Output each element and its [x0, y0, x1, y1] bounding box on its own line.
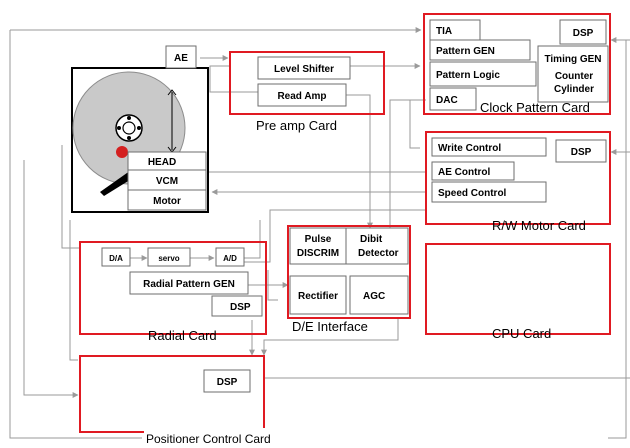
write-control-label: Write Control — [438, 143, 501, 154]
level-shifter-label: Level Shifter — [274, 64, 334, 75]
de-interface: Pulse DISCRIM Dibit Detector Rectifier A… — [287, 225, 411, 334]
clock-card-title: Clock Pattern Card — [480, 100, 590, 115]
head-label: HEAD — [148, 157, 176, 168]
detector-label: Detector — [358, 248, 399, 259]
positioner-card-title: Positioner Control Card — [146, 432, 271, 446]
pulse-label: Pulse — [305, 234, 332, 245]
pattern-logic-label: Pattern Logic — [436, 70, 500, 81]
read-head-dot-icon — [116, 146, 128, 158]
dac-label: DAC — [436, 95, 458, 106]
rw-dsp-label: DSP — [571, 147, 592, 158]
radial-pattern-gen-label: Radial Pattern GEN — [143, 279, 235, 290]
rectifier-label: Rectifier — [298, 291, 338, 302]
preamp-card-title: Pre amp Card — [256, 118, 337, 133]
radial-card: D/A servo A/D Radial Pattern GEN DSP Rad… — [79, 241, 267, 343]
positioner-dsp-label: DSP — [217, 377, 238, 388]
vcm-label: VCM — [156, 176, 178, 187]
read-amp-label: Read Amp — [277, 91, 326, 102]
cpu-card: CPU Card — [425, 243, 611, 341]
preamp-card: Level Shifter Read Amp Pre amp Card — [229, 51, 385, 133]
tia-label: TIA — [436, 26, 452, 37]
counter-label: Counter — [555, 71, 593, 82]
clock-pattern-card: TIA DSP Pattern GEN Timing GEN Counter C… — [423, 13, 611, 115]
discrim-label: DISCRIM — [297, 248, 339, 259]
radial-dsp-label: DSP — [230, 302, 251, 313]
servo-label: servo — [158, 254, 179, 263]
pattern-gen-label: Pattern GEN — [436, 46, 495, 57]
connector-lines — [9, 27, 630, 439]
cylinder-label: Cylinder — [554, 84, 594, 95]
speed-control-label: Speed Control — [438, 188, 507, 199]
clock-dsp-label: DSP — [573, 28, 594, 39]
ae-label: AE — [174, 53, 188, 64]
cpu-card-title: CPU Card — [492, 326, 551, 341]
ad-label: A/D — [223, 254, 237, 263]
agc-label: AGC — [363, 291, 385, 302]
timing-gen-label: Timing GEN — [544, 54, 601, 65]
rw-motor-card: Write Control DSP AE Control Speed Contr… — [425, 131, 611, 233]
dibit-label: Dibit — [360, 234, 383, 245]
de-interface-title: D/E Interface — [292, 319, 368, 334]
ae-control-label: AE Control — [438, 167, 490, 178]
da-label: D/A — [109, 254, 123, 263]
disk-drive-unit: HEAD VCM Motor AE — [71, 45, 209, 213]
radial-card-title: Radial Card — [148, 328, 217, 343]
rw-card-title: R/W Motor Card — [492, 218, 586, 233]
motor-label: Motor — [153, 196, 181, 207]
positioner-control-card: DSP Positioner Control Card — [79, 355, 304, 448]
